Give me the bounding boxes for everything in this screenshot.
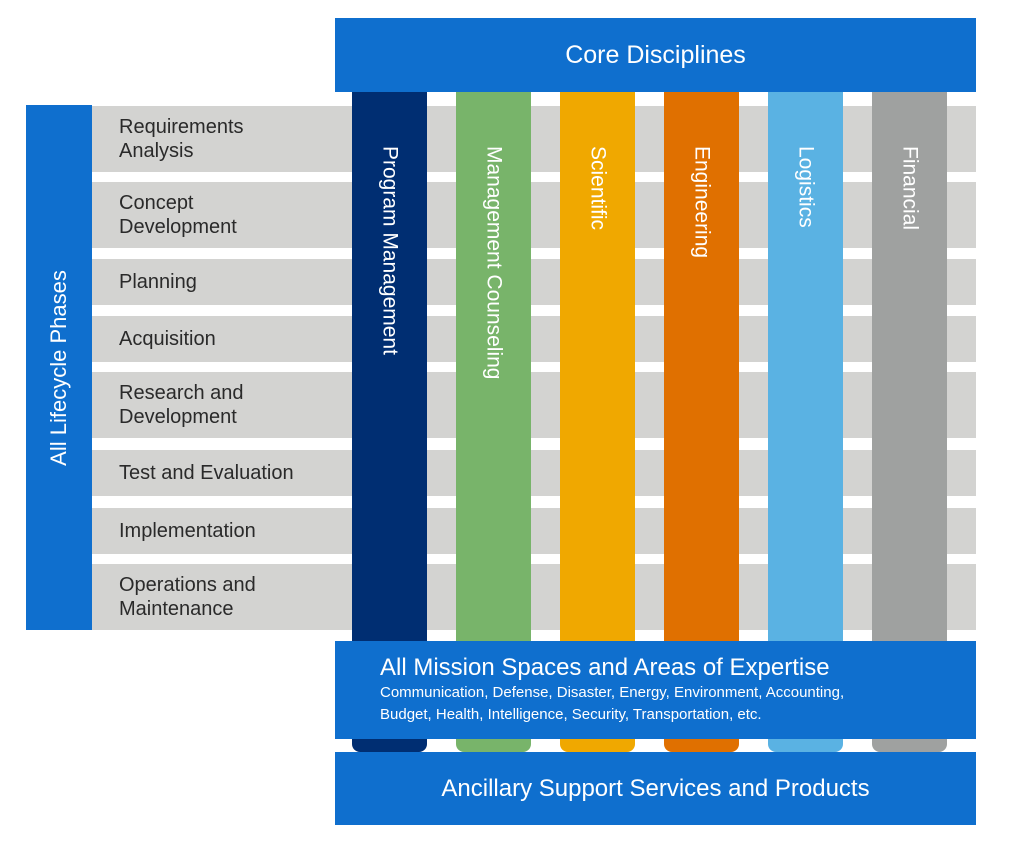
discipline-label-wrap: Logistics	[768, 146, 843, 228]
lifecycle-phase-label: Planning	[119, 259, 349, 305]
lifecycle-phase-text: Implementation	[119, 520, 256, 542]
discipline-label-wrap: Management Counseling	[456, 146, 531, 379]
lifecycle-phase-text: Analysis	[119, 140, 194, 162]
discipline-label: Engineering	[690, 146, 714, 259]
lifecycle-phase-label: Acquisition	[119, 316, 349, 362]
discipline-label: Logistics	[794, 146, 818, 228]
lifecycle-phase-text: Planning	[119, 271, 197, 293]
core-disciplines-title: Core Disciplines	[565, 40, 746, 69]
lifecycle-phase-text: Requirements	[119, 116, 244, 138]
lifecycle-phase-label: Implementation	[119, 508, 349, 554]
discipline-label: Scientific	[586, 146, 610, 231]
discipline-label-wrap: Financial	[872, 146, 947, 230]
discipline-label: Management Counseling	[482, 146, 506, 380]
discipline-label-wrap: Program Management	[352, 146, 427, 355]
core-disciplines-header: Core Disciplines	[335, 18, 976, 92]
lifecycle-phase-text: Maintenance	[119, 598, 234, 620]
lifecycle-phase-text: Development	[119, 406, 237, 428]
mission-areas-line-2: Budget, Health, Intelligence, Security, …	[380, 706, 762, 723]
mission-areas-line-1: Communication, Defense, Disaster, Energy…	[380, 684, 845, 701]
lifecycle-phases-bar: All Lifecycle Phases	[26, 105, 92, 630]
lifecycle-phase-text: Operations and	[119, 574, 256, 596]
lifecycle-phase-text: Test and Evaluation	[119, 462, 294, 484]
lifecycle-phase-label: Test and Evaluation	[119, 450, 349, 496]
discipline-label-wrap: Engineering	[664, 146, 739, 258]
lifecycle-phase-text: Research and	[119, 382, 244, 404]
ancillary-support-title: Ancillary Support Services and Products	[441, 774, 870, 802]
lifecycle-phase-text: Acquisition	[119, 328, 216, 350]
discipline-label: Program Management	[378, 146, 402, 355]
discipline-label-wrap: Scientific	[560, 146, 635, 230]
lifecycle-phases-title: All Lifecycle Phases	[46, 269, 71, 466]
lifecycle-phase-text: Concept	[119, 192, 194, 214]
ancillary-support-box: Ancillary Support Services and Products	[335, 752, 976, 825]
mission-spaces-title: All Mission Spaces and Areas of Expertis…	[380, 654, 830, 681]
lifecycle-phase-text: Development	[119, 216, 237, 238]
discipline-label: Financial	[898, 146, 922, 231]
mission-spaces-box: All Mission Spaces and Areas of Expertis…	[335, 641, 976, 739]
